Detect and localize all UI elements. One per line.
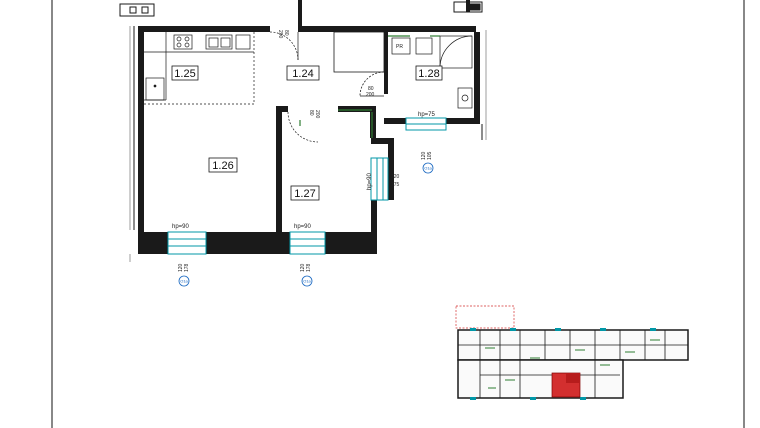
door-dim-127-height: 200 xyxy=(314,110,320,119)
window-dim-left-height: 178 xyxy=(184,263,190,272)
room-label-1-25: 1.25 xyxy=(174,68,195,80)
window-dim-side-width: 120 xyxy=(391,174,400,180)
sill-height-mid: hp=90 xyxy=(294,224,312,230)
hall-closet xyxy=(333,31,385,97)
door-dim-127-width: 80 xyxy=(308,110,314,116)
room-label-1-26: 1.26 xyxy=(212,160,233,172)
window-tag-left: O1a xyxy=(180,279,188,284)
room-label-1-28: 1.28 xyxy=(418,68,439,80)
room-127-door xyxy=(287,111,319,143)
window-dim-left-width: 120 xyxy=(178,263,184,272)
fixture-label-pr: PR xyxy=(396,44,403,50)
window-dim-bath-height: 105 xyxy=(427,151,433,160)
window-tag-right: O1a xyxy=(424,166,432,171)
door-dim-entry-height: 200 xyxy=(277,30,283,39)
kitchen-fixtures xyxy=(144,32,255,105)
door-dim-hall-height: 200 xyxy=(366,92,375,98)
window-tags xyxy=(178,162,434,287)
sill-height-side: hp=90 xyxy=(367,172,373,190)
window-tag-mid: O1a xyxy=(303,279,311,284)
windows xyxy=(167,117,447,255)
window-dim-mid-width: 120 xyxy=(300,263,306,272)
walls xyxy=(138,0,480,254)
window-dim-side-height: 175 xyxy=(391,182,400,188)
page-border xyxy=(51,0,745,428)
window-dim-bath-width: 120 xyxy=(421,151,427,160)
window-dim-mid-height: 178 xyxy=(306,263,312,272)
room-label-1-27: 1.27 xyxy=(294,188,315,200)
sill-height-left: hp=90 xyxy=(172,224,190,230)
room-label-1-24: 1.24 xyxy=(292,68,313,80)
door-dim-hall-width: 80 xyxy=(368,86,374,92)
sill-height-bath: hp=75 xyxy=(418,112,436,118)
top-fragments xyxy=(119,1,487,262)
door-frames xyxy=(299,35,440,138)
room-label-boxes xyxy=(171,65,443,201)
bathroom-fixtures xyxy=(391,35,473,109)
key-plan xyxy=(455,305,689,400)
door-dim-entry-width: 80 xyxy=(283,30,289,36)
entrance-door xyxy=(269,31,299,61)
